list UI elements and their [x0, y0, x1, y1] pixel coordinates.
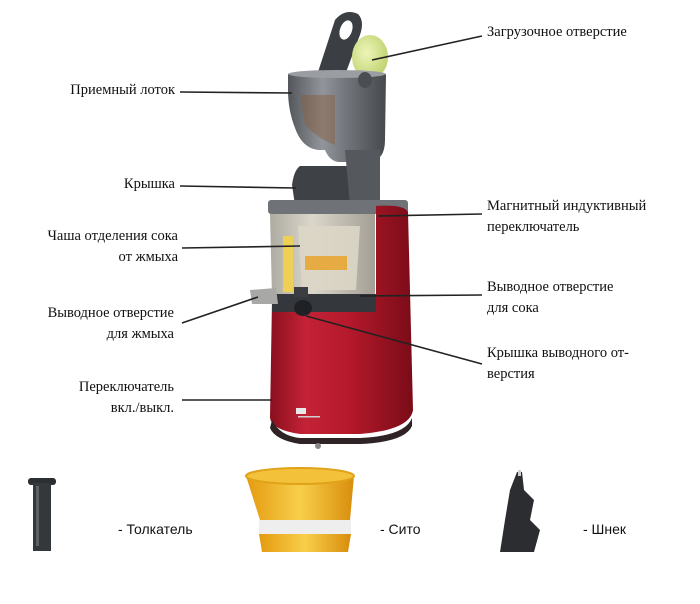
- sieve-part: [245, 467, 355, 552]
- auger-part: [500, 470, 540, 552]
- callout-feed-opening: Загрузочное отверстие: [487, 24, 627, 40]
- hopper: [288, 70, 386, 162]
- apple: [352, 35, 388, 79]
- lid-neck: [292, 150, 380, 205]
- separation-bowl: [270, 214, 375, 296]
- callout-magnetic-switch: Магнитный индуктивный переключатель: [487, 198, 647, 235]
- part-label-auger: - Шнек: [583, 521, 627, 537]
- pusher-part: [28, 478, 56, 551]
- callout-pulp-outlet: Выводное отверстие для жмыха: [47, 305, 174, 342]
- bowl-rim: [268, 200, 408, 214]
- part-label-pusher: - Толкатель: [118, 521, 193, 537]
- part-label-sieve: - Сито: [380, 521, 421, 537]
- callout-power-switch: Переключатель вкл./выкл.: [78, 379, 174, 416]
- juice-outlet-cap: [294, 287, 312, 316]
- pusher-handle: [318, 12, 362, 75]
- callout-lid: Крышка: [123, 176, 175, 192]
- callout-outlet-cap: Крышка выводного от- верстия: [487, 345, 629, 382]
- callout-separation-bowl: Чаша отделения сока от жмыха: [47, 228, 178, 265]
- motor-base: [270, 205, 413, 449]
- callout-juice-outlet: Выводное отверстие для сока: [487, 279, 614, 316]
- pulp-spout: [250, 288, 278, 304]
- leader-lines: [179, 35, 483, 401]
- callout-receiving-tray: Приемный лоток: [70, 82, 175, 98]
